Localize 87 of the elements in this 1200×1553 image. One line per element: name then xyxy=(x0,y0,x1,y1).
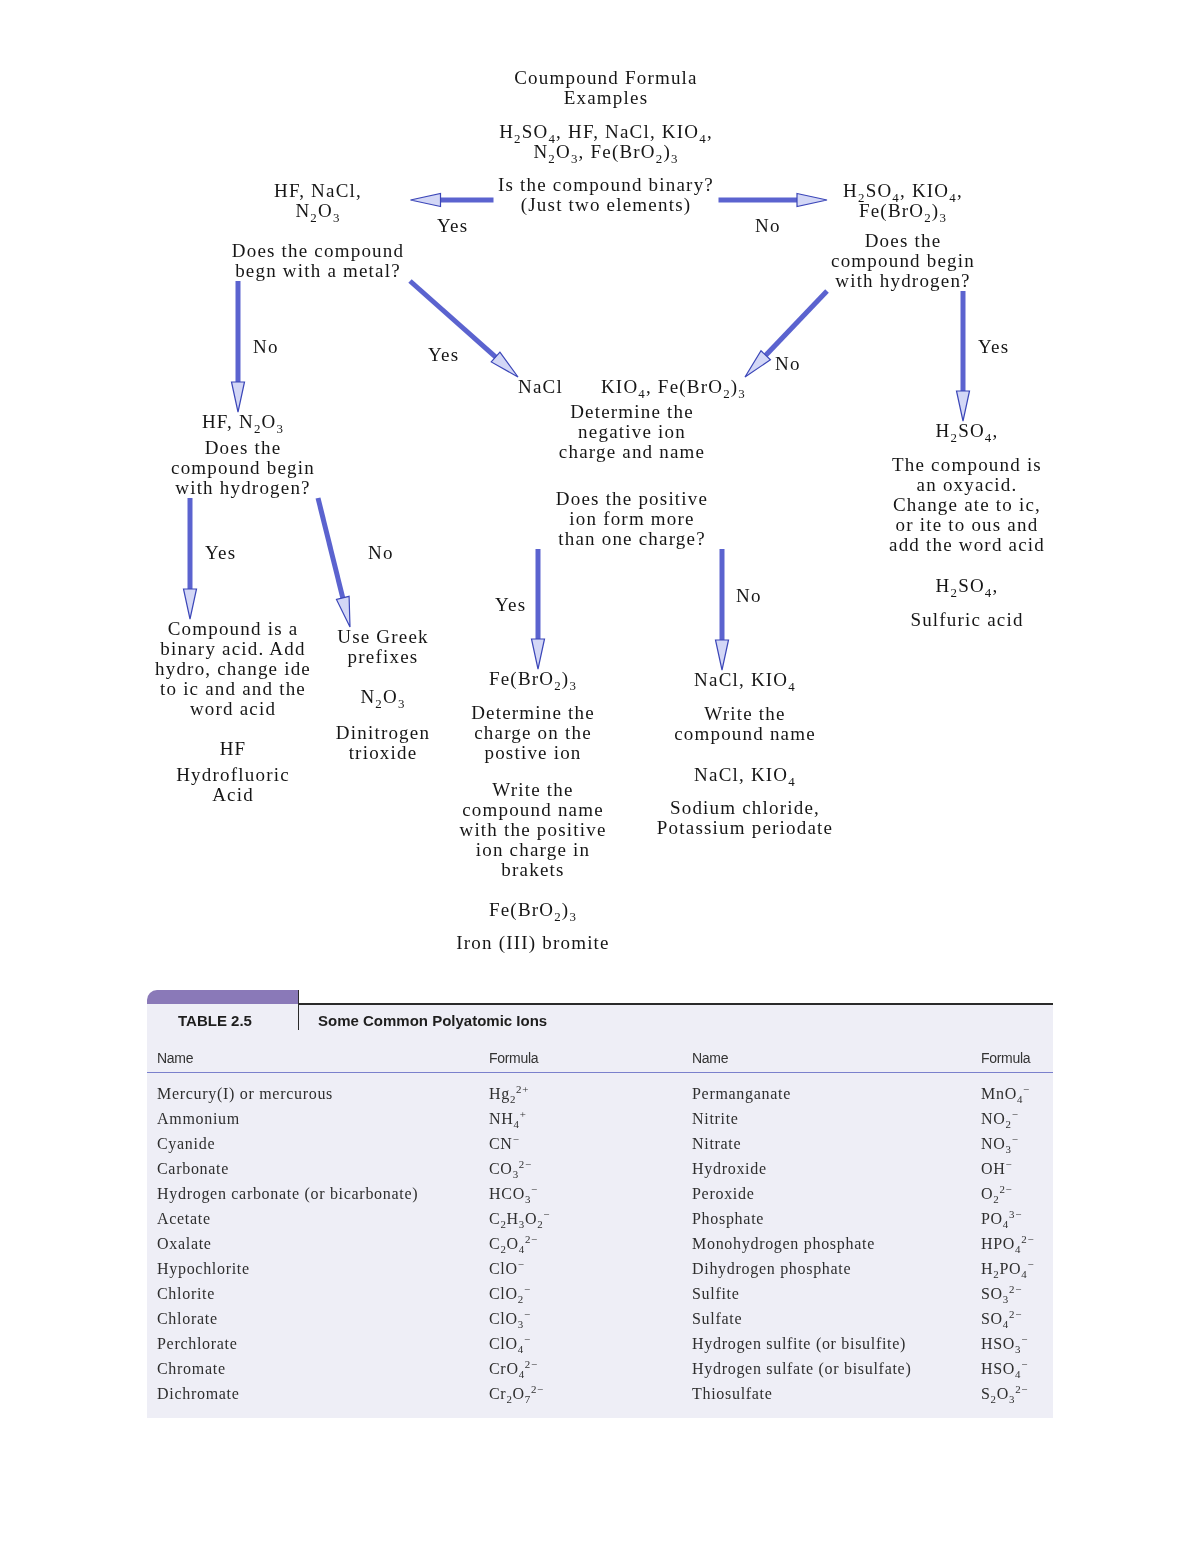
formula: NaCl xyxy=(518,377,563,397)
formula-list: NaCl, KIO$_{4}$ xyxy=(694,670,796,690)
ion-formula: CN$^{−}$ xyxy=(489,1134,520,1154)
formula: Fe(BrO$_{2}$)$_{3}$ xyxy=(488,900,578,920)
ion-formula: OH$^{−}$ xyxy=(981,1159,1013,1179)
ion-name: Acetate xyxy=(157,1209,211,1229)
ion-name: Chromate xyxy=(157,1359,226,1379)
edge-label: No xyxy=(368,543,394,563)
ion-name: Hydrogen sulfite (or bisulfite) xyxy=(692,1334,907,1354)
formula: H$_{2}$SO$_{4}$, xyxy=(935,576,999,596)
ion-name: Monohydrogen phosphate xyxy=(692,1234,875,1254)
ion-name: Oxalate xyxy=(157,1234,212,1254)
instruction: Determine the negative ion charge and name xyxy=(557,402,707,462)
formula-list: NaCl, KIO$_{4}$ xyxy=(694,765,796,785)
ion-formula: ClO$^{−}$ xyxy=(489,1259,525,1279)
formula-list: H$_{2}$SO$_{4}$, HF, NaCl, KIO$_{4}$, N$_{2}$O$_{3}$, Fe(BrO$_{2}$)$_{3}$ xyxy=(493,122,719,162)
arrow xyxy=(230,281,246,413)
arrow xyxy=(718,192,828,208)
question: Does the compound begin with hydrogen? xyxy=(170,438,316,498)
ion-name: Dihydrogen phosphate xyxy=(692,1259,852,1279)
ion-name: Permanganate xyxy=(692,1084,792,1104)
instruction: Write the compound name xyxy=(673,704,817,744)
formula-list: KIO$_{4}$, Fe(BrO$_{2}$)$_{3}$ xyxy=(600,377,746,397)
column-header: Formula xyxy=(981,1049,1031,1068)
arrow xyxy=(530,549,546,670)
edge-label: Yes xyxy=(428,345,460,365)
formula: Fe(BrO$_{2}$)$_{3}$ xyxy=(488,669,578,689)
arrow xyxy=(714,549,730,671)
question: Is the compound binary? (Just two elements) xyxy=(497,175,715,215)
edge-label: Yes xyxy=(437,216,469,236)
ion-name: Mercury(I) or mercurous xyxy=(157,1084,334,1104)
edge-label: Yes xyxy=(495,595,527,615)
ion-name: Hydrogen carbonate (or bicarbonate) xyxy=(157,1184,419,1204)
arrow xyxy=(743,289,829,379)
ion-name: Hydrogen sulfate (or bisulfate) xyxy=(692,1359,912,1379)
ion-name: Phosphate xyxy=(692,1209,765,1229)
instruction: Determine the charge on the postive ion xyxy=(470,703,596,763)
ion-name: Ammonium xyxy=(157,1109,240,1129)
formula: H$_{2}$SO$_{4}$, xyxy=(935,421,999,441)
arrow xyxy=(182,498,198,620)
instruction: Write the compound name with the positive ion charge in brakets xyxy=(458,780,608,880)
edge-label: Yes xyxy=(978,337,1010,357)
formula: HF xyxy=(219,739,247,759)
column-header: Name xyxy=(692,1049,729,1068)
edge-label: No xyxy=(253,337,279,357)
column-header: Formula xyxy=(489,1049,539,1068)
ion-name: Chlorate xyxy=(157,1309,218,1329)
ion-name: Hypochlorite xyxy=(157,1259,250,1279)
arrow xyxy=(409,192,494,208)
formula-list: H$_{2}$SO$_{4}$, KIO$_{4}$, Fe(BrO$_{2}$)$_{3}$ xyxy=(833,181,973,221)
table-number: TABLE 2.5 xyxy=(178,1011,252,1031)
table-title: Some Common Polyatomic Ions xyxy=(318,1011,548,1031)
instruction: Use Greek prefixes xyxy=(336,627,430,667)
question: Does the compound begn with a metal? xyxy=(230,241,406,281)
ion-name: Chlorite xyxy=(157,1284,216,1304)
compound-name: Sulfuric acid xyxy=(910,610,1024,630)
ion-name: Dichromate xyxy=(157,1384,240,1404)
ion-name: Sulfate xyxy=(692,1309,743,1329)
ion-name: Hydroxide xyxy=(692,1159,767,1179)
formula-list: HF, N$_{2}$O$_{3}$ xyxy=(201,412,285,432)
compound-name: Sodium chloride, Potassium periodate xyxy=(655,798,835,838)
edge-label: No xyxy=(775,354,801,374)
arrow xyxy=(408,279,520,379)
ion-name: Peroxide xyxy=(692,1184,755,1204)
arrow xyxy=(315,497,353,628)
ion-name: Nitrite xyxy=(692,1109,739,1129)
compound-name: Iron (III) bromite xyxy=(456,933,610,953)
column-header: Name xyxy=(157,1049,194,1068)
ion-name: Perchlorate xyxy=(157,1334,238,1354)
formula-list: HF, NaCl, N$_{2}$O$_{3}$ xyxy=(268,181,368,221)
instruction: Compound is a binary acid. Add hydro, change ide to ic and and the word acid xyxy=(154,619,312,719)
question: Does the compound begin with hydrogen? xyxy=(830,231,976,291)
ion-name: Thiosulfate xyxy=(692,1384,773,1404)
ion-name: Nitrate xyxy=(692,1134,742,1154)
question: Does the positive ion form more than one charge? xyxy=(555,489,709,549)
arrow xyxy=(955,291,971,422)
instruction: The compound is an oxyacid. Change ate to ic, or ite to ous and add the word acid xyxy=(888,455,1046,555)
edge-label: No xyxy=(736,586,762,606)
heading: Coumpound Formula Examples xyxy=(513,68,699,108)
ion-name: Cyanide xyxy=(157,1134,216,1154)
formula: N$_{2}$O$_{3}$ xyxy=(360,687,406,707)
ion-name: Carbonate xyxy=(157,1159,230,1179)
edge-label: No xyxy=(755,216,781,236)
compound-name: Dinitrogen trioxide xyxy=(334,723,432,763)
edge-label: Yes xyxy=(205,543,237,563)
ion-name: Sulfite xyxy=(692,1284,740,1304)
compound-name: Hydrofluoric Acid xyxy=(175,765,291,805)
